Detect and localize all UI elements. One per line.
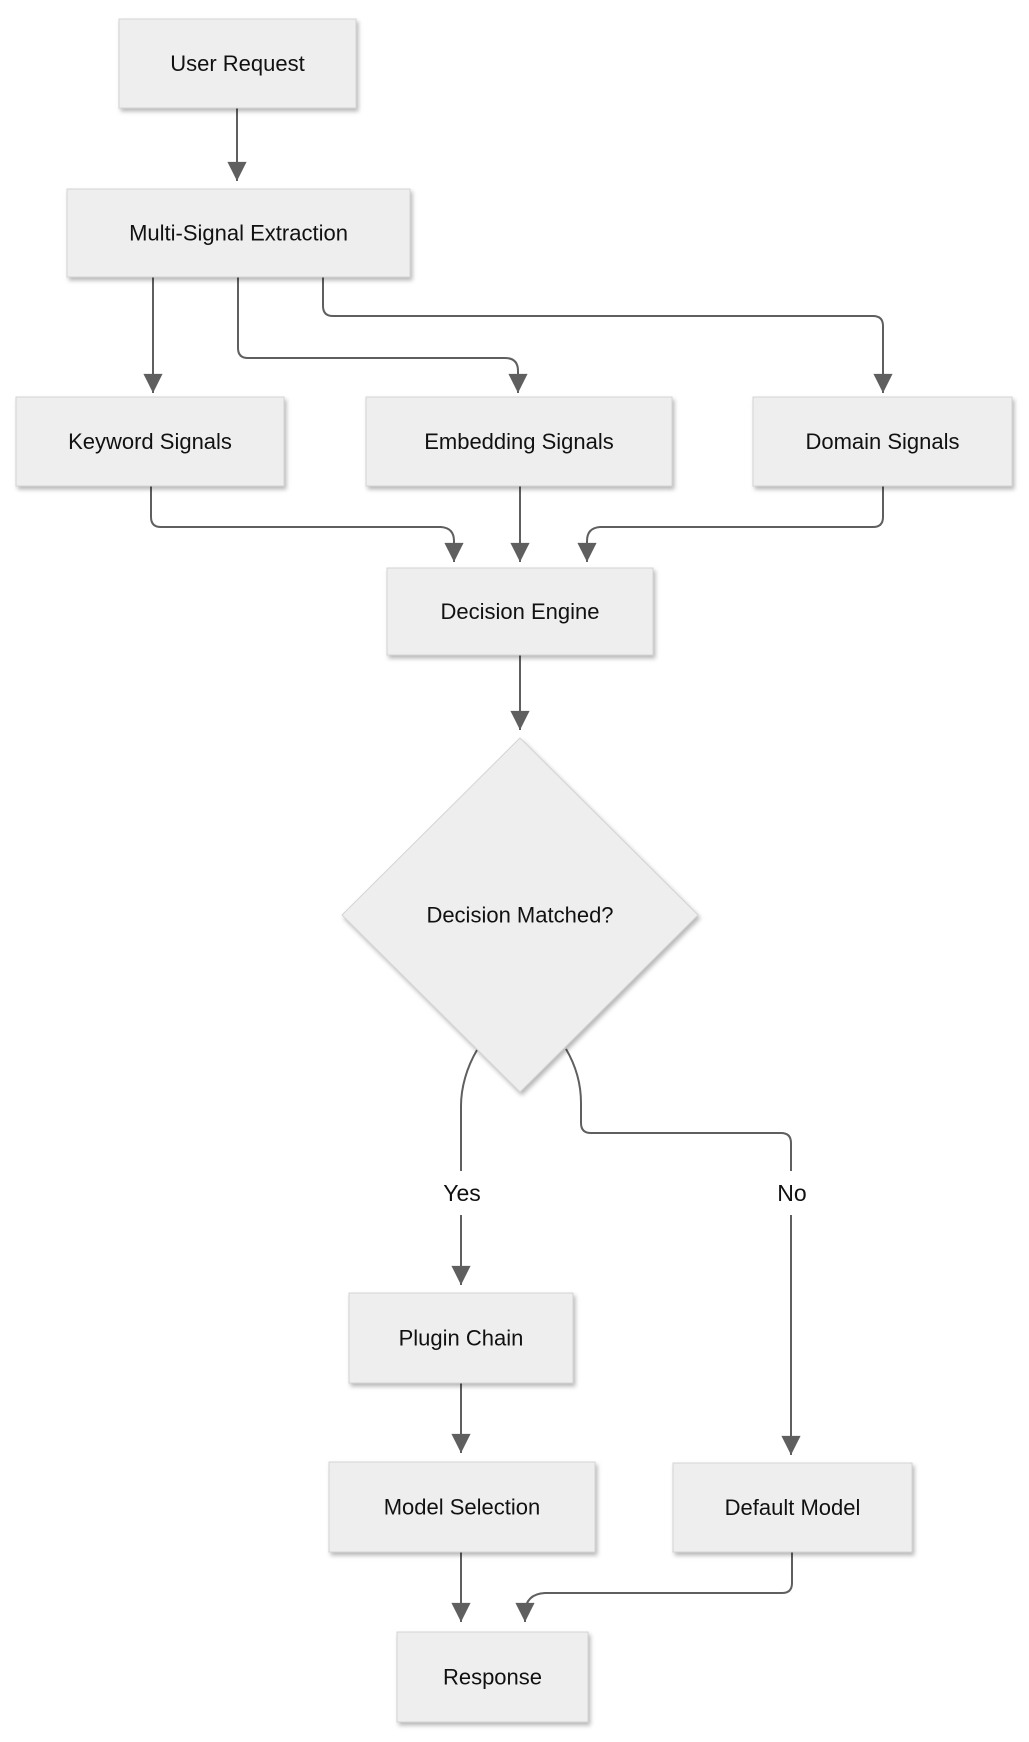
node-domain_signals: Domain Signals — [752, 396, 1013, 487]
node-label-model_selection: Model Selection — [384, 1495, 541, 1520]
node-shape-plugin_chain — [348, 1292, 574, 1384]
node-shape-default_model — [672, 1462, 913, 1553]
node-shape-decision_matched — [341, 737, 699, 1093]
node-default_model: Default Model — [672, 1462, 913, 1553]
node-shape-user_request — [118, 18, 357, 109]
node-decision_matched: Decision Matched? — [341, 737, 699, 1093]
edge-decision_matched-to-plugin_chain — [451, 1049, 478, 1285]
node-label-response: Response — [443, 1665, 542, 1690]
edge-label-bg-no — [760, 1171, 824, 1215]
edge-multi_signal_extraction-to-embedding_signals — [237, 277, 528, 393]
edge-label-yes: Yes — [443, 1180, 481, 1206]
node-shape-response — [396, 1631, 589, 1723]
node-label-decision_matched: Decision Matched? — [426, 903, 613, 928]
node-shape-keyword_signals — [15, 396, 285, 487]
node-label-keyword_signals: Keyword Signals — [68, 429, 232, 454]
node-label-domain_signals: Domain Signals — [805, 429, 959, 454]
node-decision_engine: Decision Engine — [386, 567, 654, 656]
node-plugin_chain: Plugin Chain — [348, 1292, 574, 1384]
node-user_request: User Request — [118, 18, 357, 109]
node-multi_signal_extraction: Multi-Signal Extraction — [66, 188, 411, 278]
edges-layer — [143, 108, 893, 1622]
edge-label-no: No — [777, 1180, 806, 1206]
node-model_selection: Model Selection — [328, 1461, 596, 1553]
edge-label-bg-yes — [422, 1171, 502, 1215]
node-shape-decision_engine — [386, 567, 654, 656]
node-label-user_request: User Request — [170, 51, 305, 76]
node-shape-domain_signals — [752, 396, 1013, 487]
edge-default_model-to-response — [515, 1552, 793, 1622]
node-embedding_signals: Embedding Signals — [365, 396, 673, 487]
node-keyword_signals: Keyword Signals — [15, 396, 285, 487]
node-response: Response — [396, 1631, 589, 1723]
node-shape-model_selection — [328, 1461, 596, 1553]
node-label-plugin_chain: Plugin Chain — [399, 1326, 524, 1351]
node-shape-multi_signal_extraction — [66, 188, 411, 278]
edge-decision_matched-to-default_model — [565, 1048, 801, 1455]
node-label-decision_engine: Decision Engine — [441, 599, 600, 624]
node-label-multi_signal_extraction: Multi-Signal Extraction — [129, 221, 348, 246]
edge-keyword_signals-to-decision_engine — [150, 486, 464, 562]
node-label-default_model: Default Model — [725, 1495, 861, 1520]
edge-multi_signal_extraction-to-domain_signals — [322, 277, 893, 393]
edge-domain_signals-to-decision_engine — [577, 486, 884, 562]
node-shape-embedding_signals — [365, 396, 673, 487]
edge-labels-layer: Yes No — [422, 1171, 824, 1215]
node-label-embedding_signals: Embedding Signals — [424, 429, 614, 454]
